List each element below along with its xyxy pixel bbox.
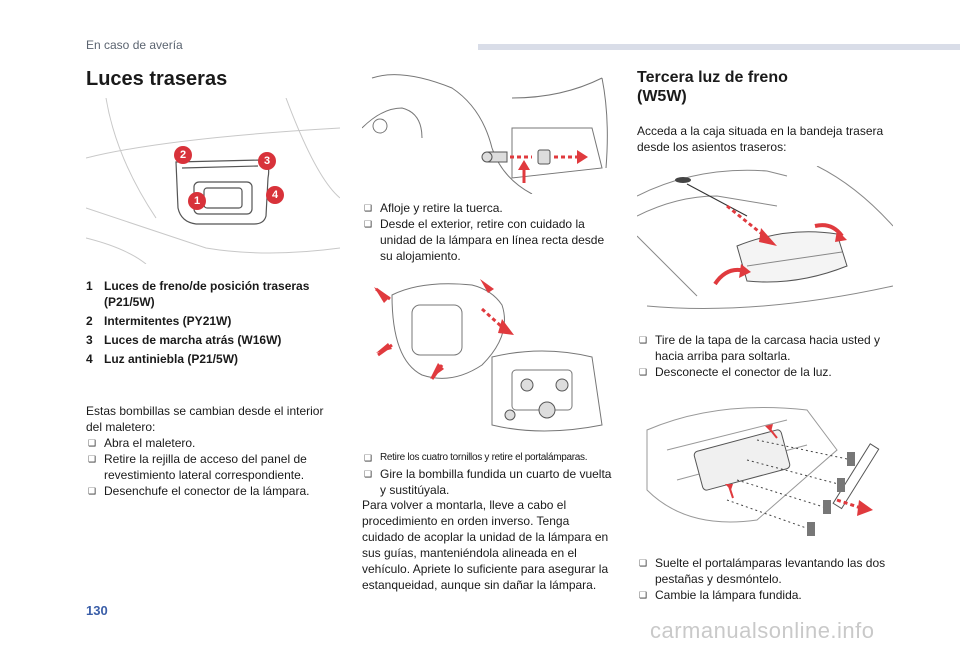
page-title: Luces traseras [86,68,228,90]
left-step-3: Desenchufe el conector de la lámpara. [86,483,331,499]
left-step-1: Abra el maletero. [86,435,331,451]
lamp-holder-illustration [362,275,616,443]
right-step-3: Suelte el portalámparas levantando las d… [637,555,891,587]
section-header: En caso de avería [86,38,183,52]
page-number: 130 [86,603,108,618]
watermark: carmanualsonline.info [650,618,875,643]
left-instructions: Estas bombillas se cambian desde el inte… [86,403,331,499]
right-step-1: Tire de la tapa de la carcasa hacia uste… [637,332,891,364]
left-intro: Estas bombillas se cambian desde el inte… [86,404,324,434]
middle-caption-block: Retire los cuatro tornillos y retire el … [362,450,620,498]
middle-step-2: Desde el exterior, retire con cuidado la… [362,216,612,264]
bulb-holder-illustration [637,390,893,550]
right-step-2: Desconecte el conector de la luz. [637,364,891,380]
third-brake-intro: Acceda a la caja situada en la bandeja t… [637,124,884,154]
callout-2: 2 [174,146,192,164]
legend-item-1: 1 Luces de freno/de posición traseras(P2… [86,279,310,309]
right-step-4: Cambie la lámpara fundida. [637,587,891,603]
right-steps-a: Tire de la tapa de la carcasa hacia uste… [637,332,891,380]
middle-steps-a: Afloje y retire la tuerca. Desde el exte… [362,200,612,264]
middle-step-1: Afloje y retire la tuerca. [362,200,612,216]
legend-item-2: 2 Intermitentes (PY21W) [86,314,232,328]
legend-item-4: 4 Luz antiniebla (P21/5W) [86,352,239,366]
bulb-legend: 1 Luces de freno/de posición traseras(P2… [86,278,336,370]
callout-1: 1 [188,192,206,210]
middle-step-3: Gire la bombilla fundida un cuarto de vu… [362,466,620,498]
reassembly-paragraph: Para volver a montarla, lleve a cabo el … [362,498,609,592]
left-step-2: Retire la rejilla de acceso del panel de… [86,451,331,483]
callout-3: 3 [258,152,276,170]
callout-4: 4 [266,186,284,204]
tail-lamp-illustration: 2 3 1 4 [86,98,340,264]
trunk-nut-illustration [362,68,616,194]
third-brake-housing-illustration [637,166,893,324]
third-brake-title: Tercera luz de freno (W5W) [637,69,788,105]
legend-item-3: 3 Luces de marcha atrás (W16W) [86,333,282,347]
lamp-holder-caption: Retire los cuatro tornillos y retire el … [362,450,620,466]
header-bar [478,44,960,50]
right-steps-b: Suelte el portalámparas levantando las d… [637,555,891,603]
